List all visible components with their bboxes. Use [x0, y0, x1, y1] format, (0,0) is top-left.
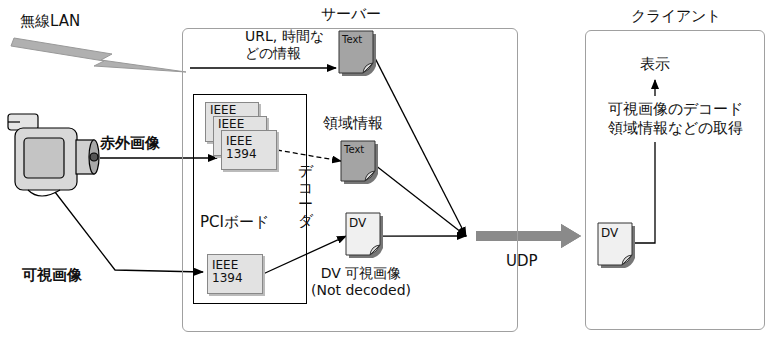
node-caption: 領域情報 [323, 114, 395, 132]
text-file-icon: Text領域情報 [341, 141, 375, 181]
node-title: クライアント [586, 7, 766, 25]
connector-line [380, 235, 466, 236]
infrared-arrow [100, 157, 217, 158]
protocol-label: UDP [506, 252, 566, 271]
udp-arrow-body [476, 231, 561, 241]
server-box: IEEEIEEEIEEE 1394IEEE 1394PCIボードTextURL,… [182, 28, 518, 332]
display-arrow [654, 80, 655, 96]
icon-body [598, 223, 632, 265]
udp-arrow-body [476, 231, 561, 241]
wireless-bolt [11, 38, 186, 72]
client-process-label: 可視画像のデコード 領域情報などの取得 [608, 100, 760, 138]
node-caption: DV 可視画像 (Not decoded) [304, 265, 418, 299]
dv-file-icon: DVDV 可視画像 (Not decoded) [346, 213, 380, 255]
connector [277, 150, 341, 161]
node-title: Text [344, 144, 364, 156]
text-file-icon: TextURL, 時間な どの情報 [339, 31, 373, 73]
udp-arrow-body [476, 231, 561, 241]
node-title: IEEE 1394 [212, 259, 260, 285]
connector-line [375, 165, 466, 236]
connector-line [277, 150, 341, 161]
node-caption: URL, 時間な どの情報 [245, 28, 335, 62]
node-title: サーバー [183, 5, 519, 23]
wireless-label: 無線LAN [20, 12, 120, 31]
decoder-label: デコーダ [298, 163, 313, 229]
node-title: Text [342, 34, 362, 46]
node-title: PCIボード [200, 213, 304, 231]
icon-body [339, 31, 373, 73]
icon-curl [622, 255, 632, 265]
udp-arrow-head [561, 224, 581, 248]
connector-line [373, 54, 466, 236]
camera-illustration [8, 114, 99, 196]
connector [375, 165, 581, 248]
display-label: 表示 [640, 55, 700, 74]
node-title: IEEE 1394 [226, 135, 274, 161]
infrared-label: 赤外画像 [100, 134, 190, 153]
connector [380, 224, 581, 248]
connector [373, 54, 581, 248]
icon-curl [363, 63, 373, 73]
client-box: DVクライアント [585, 30, 765, 330]
icon-curl [365, 171, 375, 181]
pci-board: IEEEIEEEIEEE 1394IEEE 1394PCIボード [193, 94, 307, 304]
udp-arrow-head [561, 224, 581, 248]
dv-file-icon: DV [598, 223, 632, 265]
visible-arrow [55, 192, 203, 272]
icon-body [341, 141, 375, 181]
node-title: IEEE [218, 118, 264, 130]
icon-curl [370, 245, 380, 255]
node-title: IEEE [210, 104, 256, 116]
visible-label: 可視画像 [22, 266, 112, 285]
icon-body [346, 213, 380, 255]
wireless-arrow [190, 67, 336, 68]
node-title: DV [601, 226, 618, 240]
ieee1394-card: IEEE 1394 [207, 254, 263, 294]
node-title: DV [349, 216, 366, 230]
udp-arrow-head [561, 224, 581, 248]
ieee1394-card: IEEE 1394 [221, 130, 277, 170]
